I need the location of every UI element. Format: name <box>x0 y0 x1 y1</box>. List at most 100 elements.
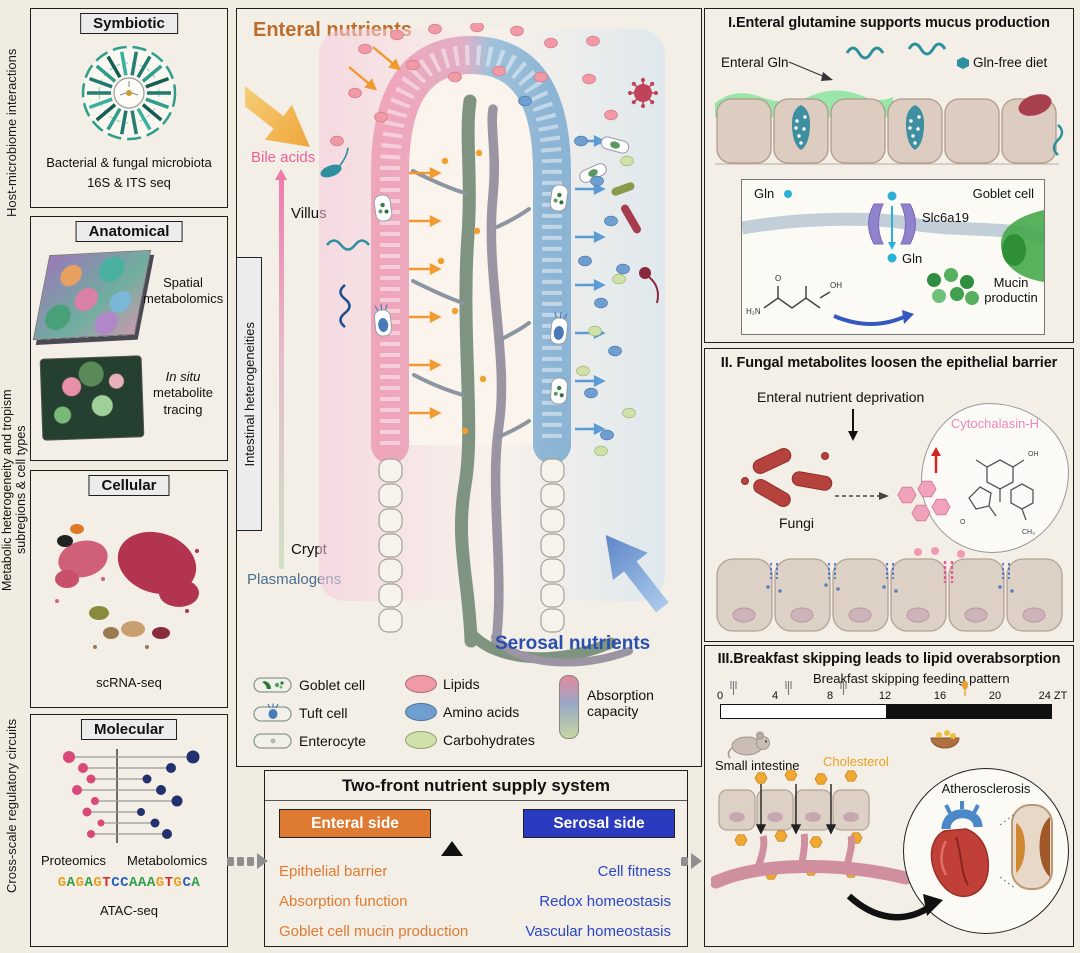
svg-text:O: O <box>960 519 966 526</box>
utensil-icons <box>730 680 968 696</box>
serosal-side-header: Serosal side <box>523 809 675 838</box>
deprivation-label: Enteral nutrient deprivation <box>757 389 925 405</box>
fungal-panel: II. Fungal metabolites loosen the epithe… <box>704 348 1074 642</box>
plaque-vessel-icon <box>1011 804 1053 890</box>
tick-0: 0 <box>716 690 724 702</box>
chemical-structure <box>763 286 831 309</box>
enteral-item-2: Absorption function <box>279 893 408 910</box>
fungi-icon <box>741 448 833 507</box>
gln-transporter-icon <box>868 203 916 245</box>
insitu-italic: In situ <box>165 369 201 384</box>
crypt-label: Crypt <box>291 541 327 558</box>
absorption-capacity-label: Absorption capacity <box>587 687 654 720</box>
red-up-arrow-icon <box>931 447 941 473</box>
legend-enterocyte-label: Enterocyte <box>299 733 366 749</box>
molecular-title: Molecular <box>80 719 178 740</box>
supply-panel: Two-front nutrient supply system Enteral… <box>264 770 688 947</box>
svg-text:OH: OH <box>1028 451 1039 458</box>
goblet-cell-icon <box>253 677 292 693</box>
metabolomics-caption: Metabolomics <box>127 853 208 868</box>
feeding-timeline <box>720 704 1052 719</box>
gln-hexagon-icon <box>957 57 969 69</box>
tick-8: 8 <box>826 690 834 702</box>
gln-bottom-label: Gln <box>902 251 923 266</box>
slc6a19-label: Slc6a19 <box>922 210 969 225</box>
side-label-metabolic-line1: Metabolic heterogeneity and tropism <box>0 389 14 591</box>
curved-arrow-icon <box>846 893 943 921</box>
breakfast-panel: III.Breakfast skipping leads to lipid ov… <box>704 645 1074 947</box>
intestinal-heterogeneities-box: Intestinal heterogeneities <box>236 257 262 531</box>
symbiotic-caption: Bacterial & fungal microbiota <box>46 155 212 170</box>
legend-carb-label: Carbohydrates <box>443 732 535 748</box>
panel3-title: III.Breakfast skipping leads to lipid ov… <box>717 651 1061 667</box>
atherosclerosis-label: Atherosclerosis <box>941 781 1031 796</box>
bile-acid-axis-arrow <box>275 169 287 569</box>
scrnaseq-caption: scRNA-seq <box>96 675 162 690</box>
barrier-epithelium-illustration <box>716 547 1063 632</box>
legend-amino-label: Amino acids <box>443 704 520 720</box>
gln-transport-graphics: H₂N O OH <box>742 190 1044 326</box>
microbe-squiggle-icon-2 <box>907 42 947 56</box>
atacseq-caption: ATAC-seq <box>99 903 159 918</box>
mucin-label: Mucin productin <box>984 275 1038 305</box>
symbiotic-title: Symbiotic <box>80 13 178 34</box>
insitu-tracing-image <box>39 355 145 441</box>
heart-icon <box>930 801 990 898</box>
villus-panel: Enteral nutrients Bile acids Villus Inte… <box>236 8 702 767</box>
carbohydrate-dot <box>405 731 437 749</box>
proteomics-caption: Proteomics <box>41 853 107 868</box>
phylo-tree-icon <box>81 45 177 141</box>
goblet-cell-label: Goblet cell <box>972 186 1034 201</box>
serosal-item-2: Redox homeostasis <box>539 893 671 910</box>
tick-20: 20 <box>988 690 1002 702</box>
legend-amino-row: Amino acids <box>405 703 519 721</box>
villus-illustration <box>319 23 669 667</box>
serosal-item-1: Cell fitness <box>597 863 671 880</box>
intestinal-heterogeneities-label: Intestinal heterogeneities <box>241 321 257 467</box>
molecular-panel: Molecular P <box>30 714 228 947</box>
feeding-pattern-label: Breakfast skipping feeding pattern <box>813 671 1010 686</box>
dotted-link-lines <box>999 812 1017 890</box>
plasmalogens-label: Plasmalogens <box>247 571 342 588</box>
spatial-metabolomics-image <box>32 249 152 341</box>
cellular-title: Cellular <box>88 475 170 496</box>
absorption-capacity-bar <box>559 675 579 739</box>
tick-12: 12 <box>878 690 892 702</box>
legend-carb-row: Carbohydrates <box>405 731 535 749</box>
gln-free-diet-label: Gln-free diet <box>973 55 1048 70</box>
enteral-item-3: Goblet cell mucin production <box>279 923 469 940</box>
amino-acid-dot <box>405 703 437 721</box>
cytochalasin-bubble: Cytochalasin-H OH O CH₃ <box>921 403 1069 553</box>
enteral-gln-label: Enteral Gln <box>721 55 789 70</box>
intestine-cells-illustration <box>711 770 911 889</box>
dashed-arrow-small-icon <box>835 492 889 500</box>
side-label-host-microbiome: Host-microbiome interactions <box>4 48 19 217</box>
svg-text:OH: OH <box>830 281 842 290</box>
enteral-gln-arrow-icon <box>788 61 833 81</box>
symbiotic-seq-caption: 16S & ITS seq <box>87 175 171 190</box>
supply-title: Two-front nutrient supply system <box>265 771 687 801</box>
gln-transport-inset: H₂N O OH Gln Goblet cell Slc6a19 Gln Muc… <box>741 179 1045 335</box>
enterocyte-icon <box>253 733 292 749</box>
cytochalasin-label: Cytochalasin-H <box>950 416 1040 431</box>
legend-tuft-label: Tuft cell <box>299 705 348 721</box>
tick-16: 16 <box>933 690 947 702</box>
serosal-nutrients-label: Serosal nutrients <box>495 633 651 654</box>
legend-goblet-row: Goblet cell <box>253 675 365 695</box>
fungi-label: Fungi <box>779 515 815 531</box>
anatomical-title: Anatomical <box>75 221 183 242</box>
sequence-logo: GAGAGTCCAAAGTGCA <box>57 875 201 891</box>
insitu-tracing-caption: In situ metabolite tracing <box>143 369 223 418</box>
panel2-title: II. Fungal metabolites loosen the epithe… <box>720 355 1058 371</box>
symbiotic-panel: Symbiotic <box>30 8 228 208</box>
cholesterol-label: Cholesterol <box>823 754 889 769</box>
epithelium-illustration <box>715 90 1064 165</box>
enteral-side-header: Enteral side <box>279 809 431 838</box>
mucin-granules-icon <box>927 268 979 305</box>
toxin-hexagons-icon <box>897 480 951 522</box>
microbe-squiggle-icon <box>845 46 885 60</box>
dashed-arrow-left-icon <box>227 853 268 869</box>
food-icon <box>930 730 960 749</box>
panel1-title: I.Enteral glutamine supports mucus produ… <box>728 15 1050 31</box>
